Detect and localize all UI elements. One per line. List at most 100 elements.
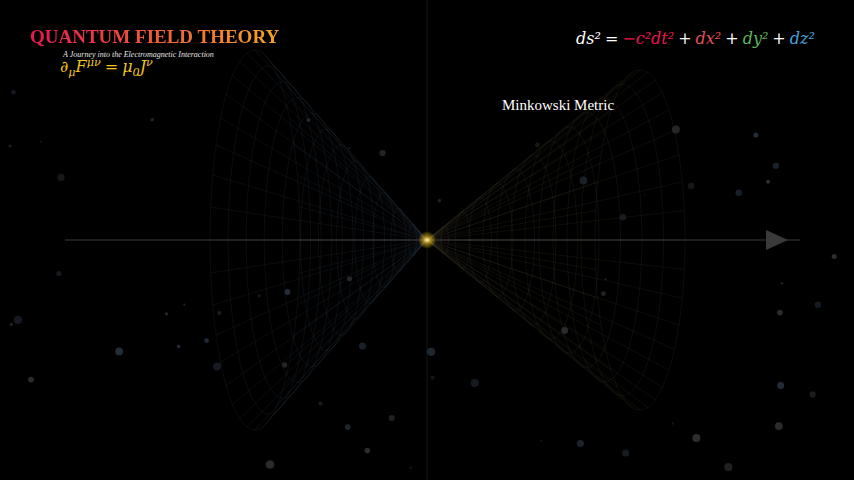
star [177,345,180,348]
star [348,147,350,149]
equation-term: + [721,29,742,48]
star [605,278,607,280]
mesh-line [581,84,664,396]
mesh-line [319,145,364,335]
star [9,144,12,147]
mesh-line [391,208,406,271]
star [777,382,784,389]
star [345,424,351,430]
star [540,440,542,442]
equation-term: μ [122,57,132,76]
star [183,304,185,306]
mesh-line [355,177,385,304]
mesh-line [553,113,621,368]
mesh-line [525,141,578,339]
star [282,362,287,367]
star [28,377,34,383]
mesh-line [595,70,685,410]
equation-term: μν [87,56,101,69]
mesh-line [469,198,492,283]
metric-equation: ds²=−c²dt²+dx²+dy²+dz² [576,29,815,48]
mesh-line [567,98,642,381]
star [672,126,680,134]
star [622,449,629,456]
equation-term: = [601,29,622,48]
maxwell-equation: ∂μFμν=μ0Jν [60,56,153,79]
star [777,310,783,316]
mesh-line [228,66,311,414]
star [438,199,442,203]
star [266,460,275,469]
star [217,311,221,315]
mesh-line [264,98,332,383]
star [150,118,154,122]
cone-mesh [210,50,685,430]
star [815,302,821,308]
star [285,289,291,295]
star [724,463,732,471]
equation-term: J [140,57,146,76]
star [753,133,758,138]
star [306,118,310,122]
star [766,180,770,184]
star [736,190,742,196]
star [672,422,674,424]
mesh-line [483,183,513,296]
equation-term: F [76,57,87,76]
star [365,448,371,454]
star [11,90,15,94]
equation-term: μ [68,66,75,79]
star [57,174,64,181]
star [535,142,540,147]
star [40,141,42,143]
star [692,434,700,442]
star [56,271,61,276]
star [427,348,435,356]
equation-term: + [674,29,695,48]
equation-term: ∂ [60,57,68,76]
mesh-line [455,212,470,269]
star [781,282,783,284]
star [832,254,837,259]
equation-term: dz² [790,29,815,48]
equation-term: dx² [696,29,722,48]
star [601,291,606,296]
mesh-line [511,155,556,325]
mesh-line [373,193,396,288]
star [580,177,588,185]
equation-term: dy² [743,29,769,48]
mesh-line [246,82,321,399]
star [644,194,646,196]
origin-event [418,231,436,249]
star [347,276,352,281]
star-field [9,90,837,471]
mesh-line [497,169,535,311]
star [775,422,783,430]
equation-term: = [101,57,122,76]
star [258,294,261,297]
mesh-line [282,113,342,366]
star [379,150,385,156]
mesh-line [441,226,449,254]
equation-term: 0 [133,66,140,79]
equation-term: ν [146,56,153,69]
star [359,343,366,350]
axis-arrowhead [766,230,788,250]
star [204,338,209,343]
star [389,415,395,421]
star [14,316,22,324]
mesh-line [210,50,300,430]
star [319,402,323,406]
star [810,391,816,397]
star [10,323,13,326]
star [431,376,435,380]
equation-term: + [768,29,789,48]
metric-label: Minkowski Metric [502,97,614,114]
star [165,312,168,315]
star [577,440,584,447]
mesh-line [539,127,599,354]
star [688,183,695,190]
equation-term: ds² [576,29,601,48]
mesh-line [409,224,417,256]
